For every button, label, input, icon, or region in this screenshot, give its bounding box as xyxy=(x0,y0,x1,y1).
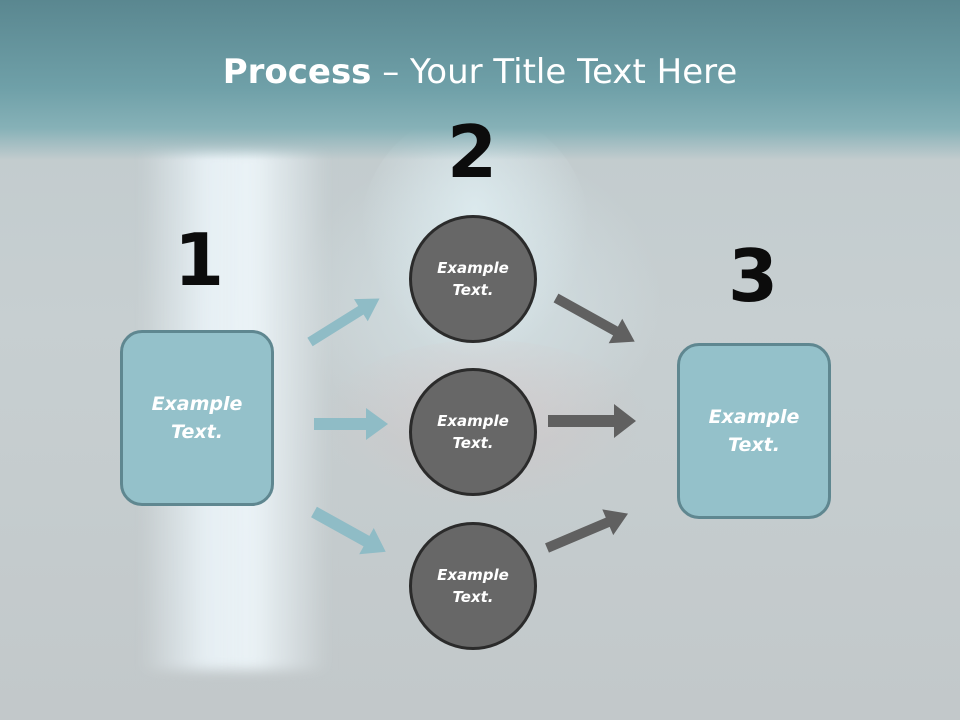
arrow-left-to-top xyxy=(307,298,380,347)
left-box-text: Example Text. xyxy=(151,392,243,444)
arrow-left-to-middle xyxy=(314,408,388,440)
circle-top[interactable]: Example Text. xyxy=(409,215,537,343)
slide-title[interactable]: Process – Your Title Text Here xyxy=(0,52,960,92)
left-arrows xyxy=(307,298,388,555)
arrow-left-to-bottom xyxy=(311,506,386,555)
circle-middle-text: Example Text. xyxy=(437,411,509,453)
arrow-bottom-to-right xyxy=(545,509,629,553)
circle-bottom-text: Example Text. xyxy=(437,565,509,607)
circle-bottom[interactable]: Example Text. xyxy=(409,522,537,650)
step-number-2: 2 xyxy=(446,110,498,194)
step-number-1: 1 xyxy=(173,218,225,302)
left-text-box[interactable]: Example Text. xyxy=(120,330,274,506)
right-arrows xyxy=(545,293,636,553)
title-rest-part: – Your Title Text Here xyxy=(371,52,738,92)
right-text-box[interactable]: Example Text. xyxy=(677,343,831,519)
circle-middle[interactable]: Example Text. xyxy=(409,368,537,496)
circle-top-text: Example Text. xyxy=(437,258,509,300)
step-number-3: 3 xyxy=(727,234,779,318)
right-box-text: Example Text. xyxy=(708,405,800,457)
title-bold-part: Process xyxy=(222,52,372,92)
arrow-middle-to-right xyxy=(548,404,636,438)
arrow-top-to-right xyxy=(553,293,635,344)
title-banner xyxy=(0,0,960,160)
